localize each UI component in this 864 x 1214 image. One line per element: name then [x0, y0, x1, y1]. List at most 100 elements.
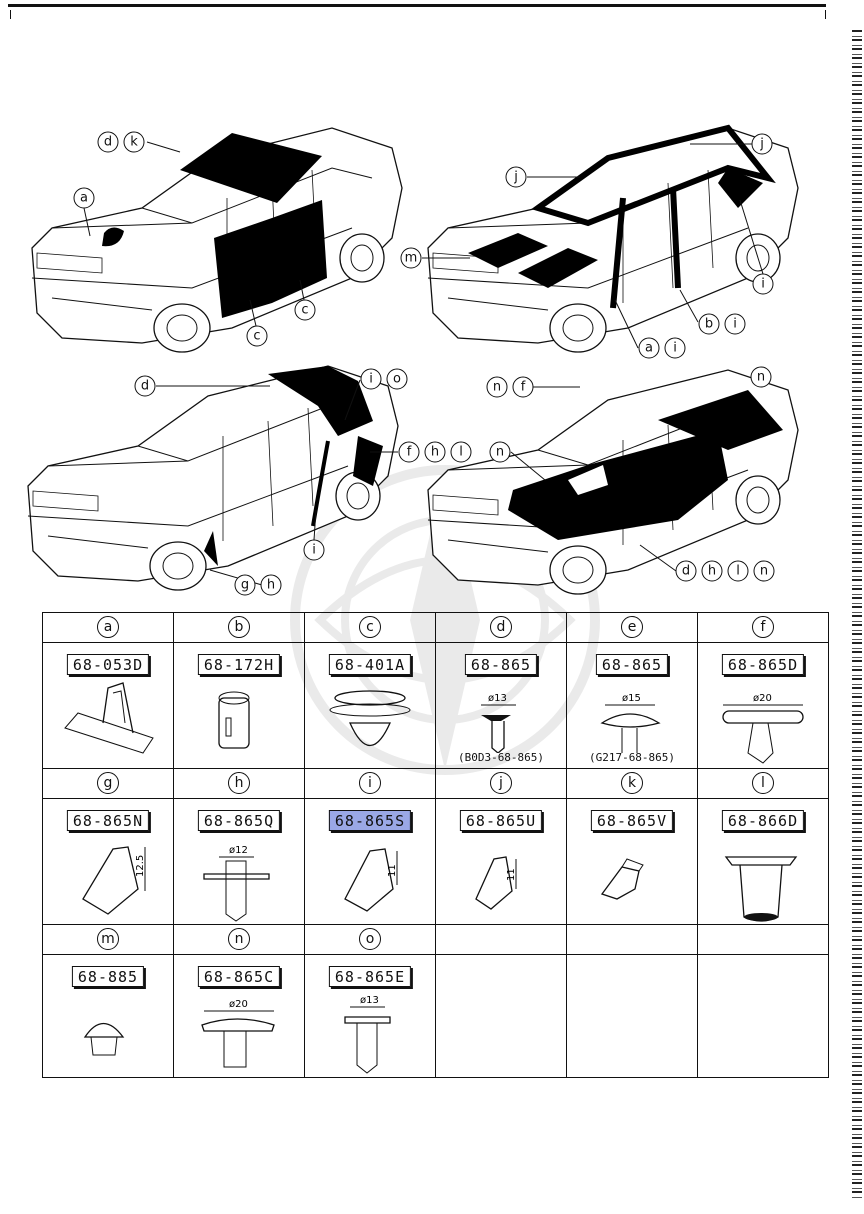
parts-row-2: 68-865N 12.5 68-865Q ø12 68-865S 11 68-8… — [42, 798, 829, 925]
corner-tick-left — [10, 10, 11, 19]
svg-text:h: h — [431, 445, 439, 460]
svg-text:11: 11 — [387, 864, 398, 877]
part-cell-g: 68-865N 12.5 — [42, 798, 174, 925]
part-letter: e — [621, 616, 643, 638]
part-letter: o — [359, 928, 381, 950]
empty-cell — [697, 954, 829, 1078]
car-3-callouts: d i o f h l i g h — [134, 368, 472, 596]
svg-text:n: n — [757, 370, 765, 385]
svg-text:d: d — [141, 379, 149, 394]
part-number: 68-053D — [66, 654, 150, 675]
clip-h-icon: ø12 — [203, 845, 270, 922]
part-number: 68-865V — [590, 810, 674, 831]
car-3 — [27, 365, 399, 591]
part-letter: l — [752, 772, 774, 794]
part-number: 68-865E — [328, 966, 412, 987]
part-number: 68-865 — [595, 654, 669, 675]
svg-text:l: l — [459, 445, 463, 460]
svg-text:i: i — [761, 277, 765, 292]
part-cell-l: 68-866D — [697, 798, 829, 925]
svg-text:i: i — [312, 543, 316, 558]
part-cell-d: 68-865 ø13 (B0D3-68-865) — [435, 642, 567, 769]
car-4 — [427, 369, 799, 595]
car-4-callouts: n n f n d h l n — [486, 366, 775, 582]
part-letter: d — [490, 616, 512, 638]
parts-table: a b c d e f 68-053D 68-172H 68-401A 68-8… — [42, 612, 829, 1078]
part-number: 68-865D — [721, 654, 805, 675]
car-2 — [427, 124, 799, 353]
part-cell-a: 68-053D — [42, 642, 174, 769]
svg-text:n: n — [496, 445, 504, 460]
part-cell-f: 68-865D ø20 — [697, 642, 829, 769]
part-cell-i: 68-865S 11 — [304, 798, 436, 925]
svg-text:h: h — [708, 564, 716, 579]
svg-text:ø13: ø13 — [488, 693, 507, 704]
part-letter: c — [359, 616, 381, 638]
clip-a-icon — [64, 682, 154, 754]
clip-n-icon: ø20 — [201, 999, 275, 1068]
part-letter: n — [228, 928, 250, 950]
part-letter: g — [97, 772, 119, 794]
svg-text:j: j — [759, 137, 764, 152]
part-cell-j: 68-865U 11 — [435, 798, 567, 925]
clip-c-icon — [329, 690, 411, 746]
svg-text:ø12: ø12 — [229, 845, 248, 856]
clip-e-icon: ø15 — [600, 693, 661, 753]
part-number: 68-865U — [459, 810, 543, 831]
part-subnumber: (G217-68-865) — [588, 751, 676, 764]
svg-text:c: c — [301, 303, 308, 318]
part-cell-o: 68-865E ø13 — [304, 954, 436, 1078]
svg-text:k: k — [130, 135, 138, 150]
part-cell-e: 68-865 ø15 (G217-68-865) — [566, 642, 698, 769]
part-letter: j — [490, 772, 512, 794]
header-row-2: g h i j k l — [42, 768, 829, 799]
page-edge-marks — [852, 30, 862, 1200]
clip-o-icon: ø13 — [344, 995, 391, 1074]
part-cell-m: 68-885 — [42, 954, 174, 1078]
svg-text:a: a — [80, 191, 88, 206]
part-cell-c: 68-401A — [304, 642, 436, 769]
part-number: 68-172H — [197, 654, 281, 675]
part-number: 68-865N — [66, 810, 150, 831]
part-cell-k: 68-865V — [566, 798, 698, 925]
parts-row-3: 68-885 68-865C ø20 68-865E ø13 — [42, 954, 829, 1078]
svg-text:ø13: ø13 — [360, 995, 379, 1006]
part-cell-b: 68-172H — [173, 642, 305, 769]
part-number-highlighted: 68-865S — [328, 810, 412, 831]
svg-text:n: n — [493, 380, 501, 395]
clip-f-icon: ø20 — [722, 693, 804, 764]
clip-g-icon: 12.5 — [82, 846, 146, 915]
svg-text:11: 11 — [506, 868, 517, 881]
part-cell-n: 68-865C ø20 — [173, 954, 305, 1078]
svg-text:ø15: ø15 — [622, 693, 641, 704]
part-cell-h: 68-865Q ø12 — [173, 798, 305, 925]
part-letter: m — [97, 928, 119, 950]
part-letter: b — [228, 616, 250, 638]
header-row-1: a b c d e f — [42, 612, 829, 643]
svg-text:d: d — [682, 564, 690, 579]
svg-text:g: g — [241, 578, 249, 593]
clip-k-icon — [600, 858, 644, 900]
car-1 — [31, 127, 403, 353]
top-rule — [8, 4, 826, 7]
svg-text:f: f — [407, 445, 412, 460]
clip-i-icon: 11 — [344, 848, 398, 912]
part-number: 68-885 — [71, 966, 145, 987]
car-illustrations: d k a c c j j m i b i a i — [27, 124, 799, 596]
svg-text:b: b — [705, 317, 713, 332]
svg-text:ø20: ø20 — [753, 693, 772, 704]
clip-d-icon: ø13 — [481, 693, 516, 753]
part-subnumber: (B0D3-68-865) — [457, 751, 545, 764]
header-row-3: m n o — [42, 924, 829, 955]
svg-text:o: o — [393, 372, 401, 387]
clip-l-icon — [724, 856, 798, 922]
svg-text:h: h — [267, 578, 275, 593]
car-2-callouts: j j m i b i a i — [400, 133, 774, 359]
part-letter: k — [621, 772, 643, 794]
part-number: 68-865C — [197, 966, 281, 987]
corner-tick-right — [825, 10, 826, 19]
clip-m-icon — [83, 1022, 125, 1056]
part-letter: h — [228, 772, 250, 794]
svg-text:i: i — [369, 372, 373, 387]
part-number: 68-865Q — [197, 810, 281, 831]
